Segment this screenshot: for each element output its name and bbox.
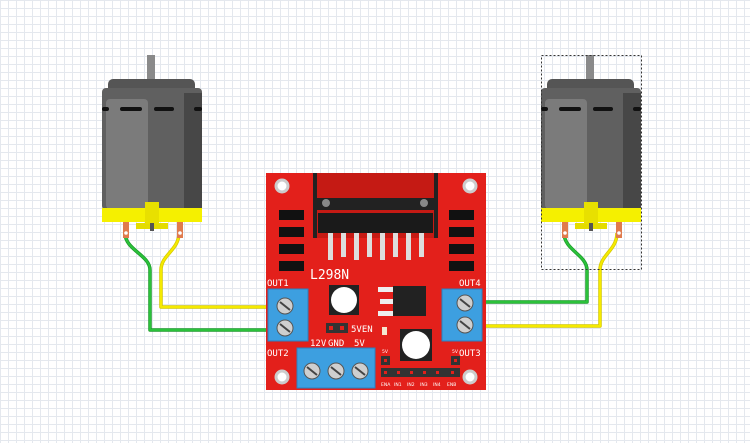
pin-in1: IN1	[394, 382, 402, 388]
out4-label: OUT4	[459, 279, 481, 289]
power-label-5v: 5V	[354, 339, 365, 349]
pin-enb: ENB	[447, 382, 456, 388]
terminal-out1-out2[interactable]	[267, 288, 309, 342]
header-5v-right: 5V	[452, 349, 459, 355]
power-label-gnd: GND	[328, 339, 344, 349]
chip-label: L298N	[310, 268, 349, 283]
wire-right-yellow[interactable]	[482, 232, 619, 328]
pin-in2: IN2	[407, 382, 415, 388]
wire-left-yellow[interactable]	[159, 232, 276, 309]
terminal-out3-out4[interactable]	[441, 288, 483, 342]
motor-left[interactable]	[102, 55, 202, 238]
motor-right[interactable]	[541, 55, 641, 238]
jumper-label: 5VEN	[351, 325, 373, 335]
selection-box	[541, 55, 642, 270]
wire-left-green[interactable]	[123, 232, 276, 332]
pin-ena: ENA	[381, 382, 391, 388]
pin-in3: IN3	[420, 382, 428, 388]
l298n-board[interactable]: L298N 5VEN OUT1 OUT2	[266, 173, 486, 390]
power-label-12v: 12V	[310, 339, 327, 349]
terminal-power[interactable]	[296, 347, 376, 389]
pin-in4: IN4	[433, 382, 441, 388]
mounting-hole	[274, 178, 478, 385]
out2-label: OUT2	[267, 349, 289, 359]
out1-label: OUT1	[267, 279, 289, 289]
header-5v-left: 5V	[382, 349, 389, 355]
wire-right-green[interactable]	[482, 232, 589, 304]
out3-label: OUT3	[459, 349, 481, 359]
